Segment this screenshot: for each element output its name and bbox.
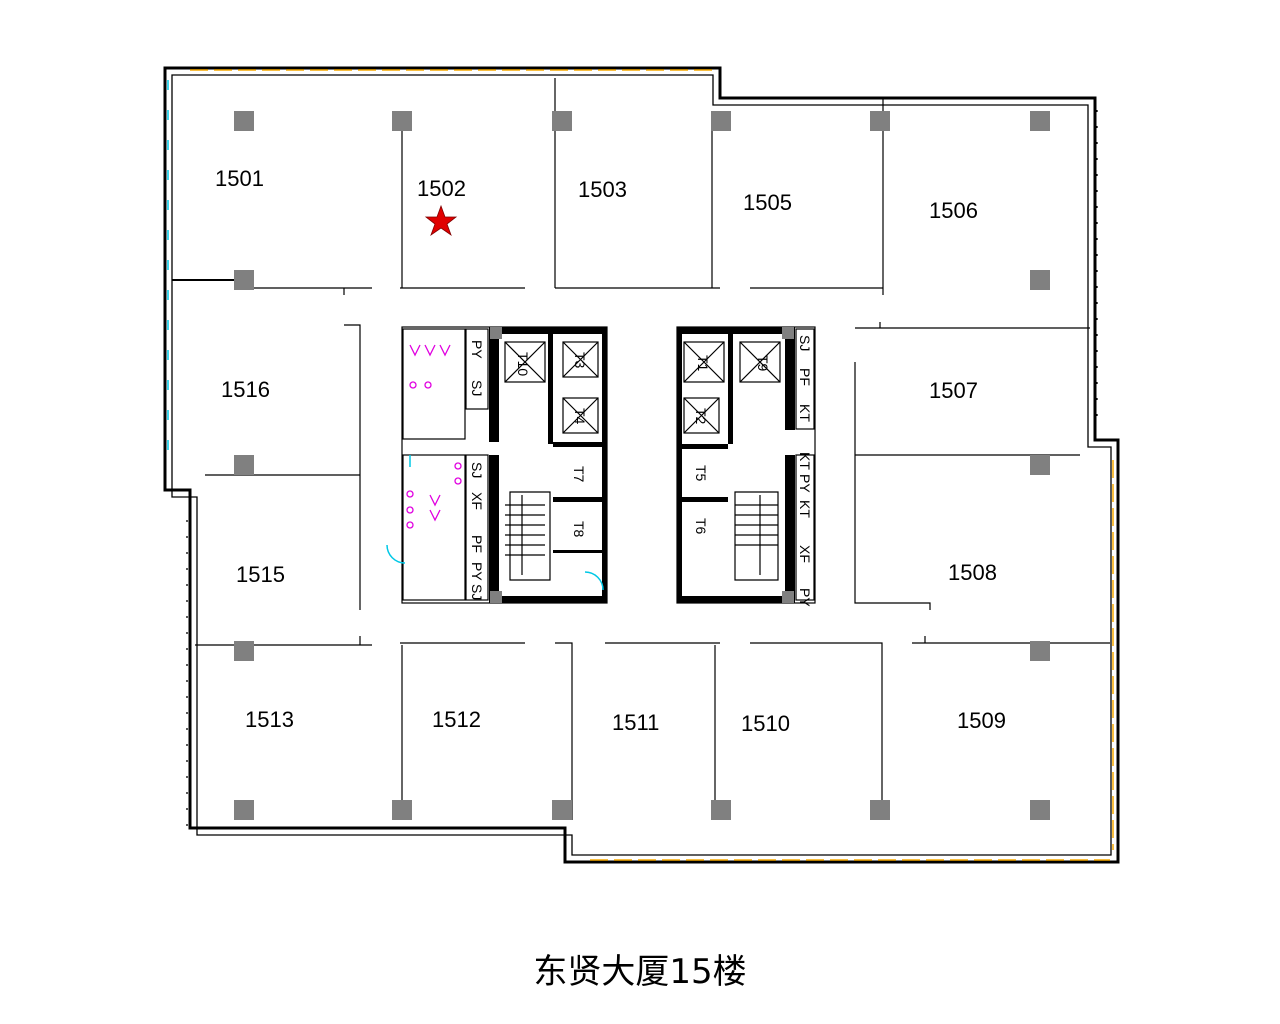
shaft-label: XF: [469, 492, 485, 510]
elevator-t10: T10: [515, 352, 531, 376]
room-1516[interactable]: 1516: [221, 377, 270, 402]
room-1507[interactable]: 1507: [929, 378, 978, 403]
room-1506[interactable]: 1506: [929, 198, 978, 223]
room-1510[interactable]: 1510: [741, 711, 790, 736]
shaft-label: PF: [797, 368, 813, 386]
core-left: [386, 326, 608, 604]
star-icon: [424, 204, 458, 237]
shaft-labels: PY SJ SJ XF PF PY SJ PF KT KT PY KT XF S…: [469, 335, 813, 607]
shaft-label: KT: [797, 404, 813, 422]
shaft-label: SJ: [469, 584, 485, 600]
shaft-label: PY: [469, 340, 485, 359]
shaft-label: PF: [469, 535, 485, 553]
elevator-t8: T8: [571, 521, 587, 538]
elevator-t5: T5: [693, 465, 709, 482]
room-1505[interactable]: 1505: [743, 190, 792, 215]
elevator-t9: T9: [755, 355, 771, 372]
elevator-labels: T1 T2 T3 T4 T5 T6 T7 T8 T9 T10: [515, 352, 771, 538]
elevator-t4: T4: [572, 408, 588, 425]
room-1508[interactable]: 1508: [948, 560, 997, 585]
shaft-label: KT: [797, 500, 813, 518]
elevator-t2: T2: [693, 408, 709, 425]
shaft-label: PY: [797, 588, 813, 607]
room-1501[interactable]: 1501: [215, 166, 264, 191]
room-1502[interactable]: 1502: [417, 176, 466, 201]
shaft-label: KT: [797, 452, 813, 470]
room-1512[interactable]: 1512: [432, 707, 481, 732]
room-1509[interactable]: 1509: [957, 708, 1006, 733]
room-1503[interactable]: 1503: [578, 177, 627, 202]
room-1513[interactable]: 1513: [245, 707, 294, 732]
shaft-label: PY: [797, 474, 813, 493]
columns: [234, 111, 1050, 820]
shaft-label: XF: [797, 545, 813, 563]
plan-title: 东贤大厦15楼: [533, 952, 747, 992]
elevator-t1: T1: [695, 355, 711, 372]
shaft-label: SJ: [469, 380, 485, 396]
shaft-label: SJ: [469, 462, 485, 478]
room-1511[interactable]: 1511: [612, 710, 659, 735]
elevator-t6: T6: [693, 518, 709, 535]
room-1515[interactable]: 1515: [236, 562, 285, 587]
shaft-label: PY: [469, 562, 485, 581]
partition-walls: [172, 78, 1110, 820]
elevator-t7: T7: [571, 466, 587, 483]
core-right: [676, 326, 816, 604]
elevator-t3: T3: [572, 352, 588, 369]
shaft-label: SJ: [797, 335, 813, 351]
outer-walls: [163, 66, 1120, 864]
